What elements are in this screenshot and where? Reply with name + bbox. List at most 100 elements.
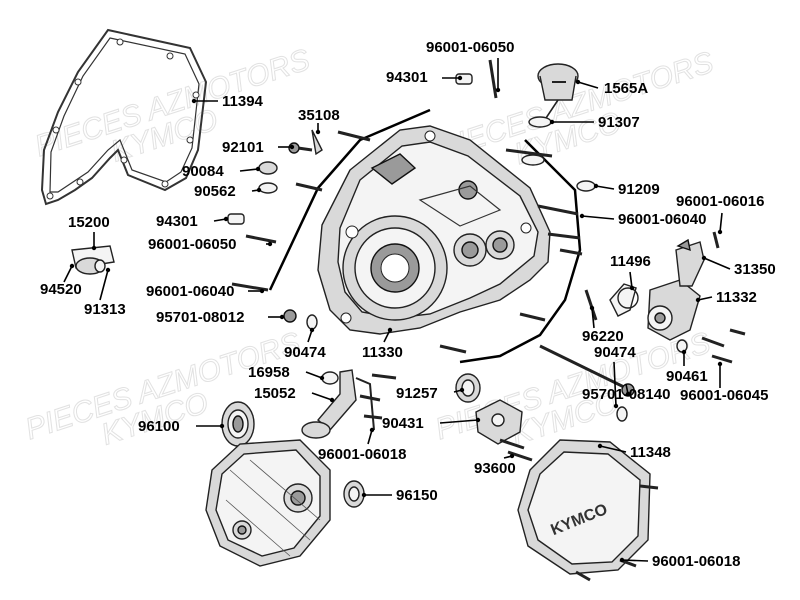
leader-line	[703, 257, 731, 270]
oil-cap-1565A	[521, 63, 596, 192]
label-15052: 15052	[254, 385, 296, 402]
leader-dot	[91, 245, 97, 251]
long-bolt	[539, 344, 635, 422]
label-96001-06016: 96001-06016	[676, 193, 764, 210]
label-16958: 16958	[248, 364, 290, 381]
leader-line	[305, 371, 323, 379]
leader-line	[629, 271, 633, 289]
leader-dot	[695, 297, 701, 303]
leader-dot	[361, 492, 367, 498]
label-31350: 31350	[734, 261, 776, 278]
leader-line	[697, 296, 713, 301]
leader-dot	[579, 213, 585, 219]
leader-dot	[701, 255, 707, 261]
label-96001-06018: 96001-06018	[318, 446, 406, 463]
label-11332: 11332	[716, 289, 757, 306]
leader-dot	[223, 216, 229, 222]
leader-dot	[255, 166, 261, 172]
leader-line	[591, 307, 595, 329]
leader-dot	[369, 427, 375, 433]
leader-line	[613, 361, 617, 407]
bearing-96100	[221, 401, 255, 447]
label-94301: 94301	[386, 69, 428, 86]
label-96001-06040: 96001-06040	[618, 211, 706, 228]
leader-dot	[315, 129, 321, 135]
label-91313: 91313	[84, 301, 126, 318]
clutch-cover-11348: KYMCO	[517, 439, 659, 582]
label-91307: 91307	[598, 114, 640, 131]
transmission-cover	[205, 439, 331, 567]
leader-line	[577, 81, 599, 89]
label-91209: 91209	[618, 181, 660, 198]
label-11496: 11496	[610, 253, 651, 270]
seal-and-plate	[455, 373, 533, 462]
leader-dot	[329, 397, 335, 403]
label-96220: 96220	[582, 328, 624, 345]
leader-dot	[459, 387, 465, 393]
label-91257: 91257	[396, 385, 438, 402]
label-94301: 94301	[156, 213, 198, 230]
label-96001-06045: 96001-06045	[680, 387, 768, 404]
label-96150: 96150	[396, 487, 438, 504]
label-90474: 90474	[594, 344, 636, 361]
leader-dot	[387, 327, 393, 333]
leader-dot	[619, 557, 625, 563]
label-95701-08012: 95701-08012	[156, 309, 244, 326]
leader-line	[99, 269, 109, 301]
leader-line	[367, 429, 373, 445]
leader-line	[621, 559, 649, 562]
gasket-11394	[40, 28, 208, 206]
leader-dot	[279, 314, 285, 320]
label-90474: 90474	[284, 344, 326, 361]
leader-dot	[509, 453, 515, 459]
part-labels: 11394 35108 92101 90084 90562 94301 9600…	[40, 39, 776, 570]
label-90461: 90461	[666, 368, 708, 385]
label-11330: 11330	[362, 344, 403, 361]
leader-dot	[681, 349, 687, 355]
oil-seal-96150	[343, 480, 365, 508]
label-96001-06018: 96001-06018	[652, 553, 740, 570]
label-96100: 96100	[138, 418, 180, 435]
leader-dot	[191, 98, 197, 104]
leader-dot	[495, 87, 501, 93]
leader-dot	[589, 305, 595, 311]
leader-line	[581, 215, 615, 220]
label-94520: 94520	[40, 281, 82, 298]
label-35108: 35108	[298, 107, 340, 124]
leader-dot	[593, 183, 599, 189]
leader-dot	[613, 403, 619, 409]
leader-dot	[475, 417, 481, 423]
fittings-15052	[301, 369, 383, 439]
leader-line	[719, 212, 723, 233]
label-92101: 92101	[222, 139, 264, 156]
label-96001-06050: 96001-06050	[426, 39, 514, 56]
leader-dot	[219, 423, 225, 429]
label-15200: 15200	[68, 214, 110, 231]
clip-15200	[71, 245, 115, 275]
leader-line	[439, 419, 479, 424]
label-95701-08140: 95701-08140	[582, 386, 670, 403]
leader-dot	[256, 187, 262, 193]
leader-dot	[69, 263, 75, 269]
leader-dot	[629, 285, 635, 291]
gasket-outline-left	[268, 108, 431, 291]
leader-line	[383, 329, 391, 343]
leader-dot	[625, 391, 631, 397]
leader-dot	[267, 241, 273, 247]
leader-dot	[319, 375, 325, 381]
leader-dot	[259, 288, 265, 294]
crankcase-cover-11330	[317, 125, 551, 335]
label-11394: 11394	[222, 93, 264, 110]
leader-line	[599, 445, 627, 453]
leader-dot	[575, 79, 581, 85]
label-90562: 90562	[194, 183, 236, 200]
label-96001-06040: 96001-06040	[146, 283, 234, 300]
leader-line	[311, 392, 333, 401]
leader-dot	[549, 119, 555, 125]
label-90431: 90431	[382, 415, 424, 432]
bolts	[227, 59, 583, 380]
leader-dot	[457, 75, 463, 81]
leader-dot	[289, 144, 295, 150]
leader-lines	[63, 58, 731, 563]
